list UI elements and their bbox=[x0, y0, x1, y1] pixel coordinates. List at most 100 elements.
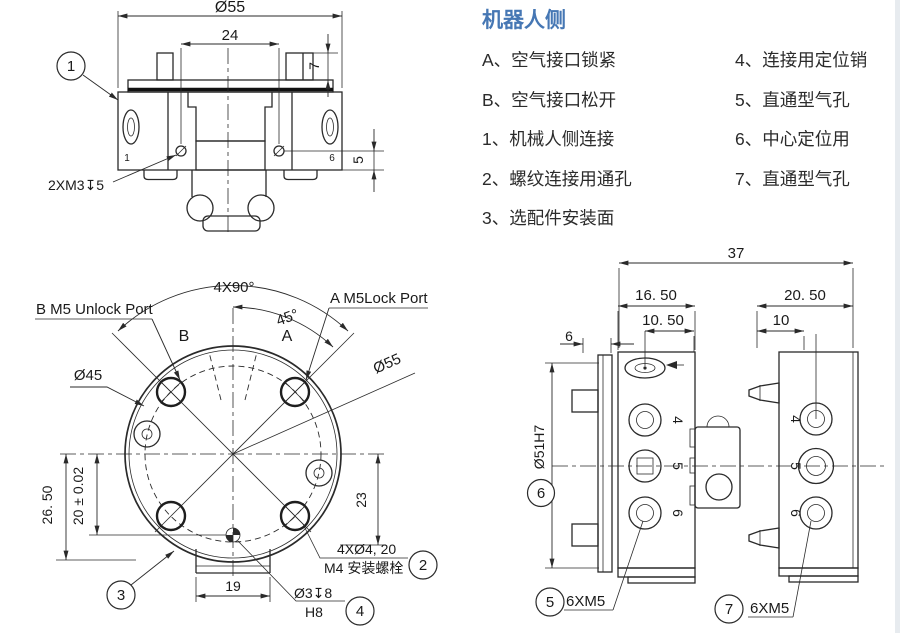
note-h8: H8 bbox=[305, 604, 323, 620]
note-m4: M4 安装螺栓 bbox=[324, 560, 403, 576]
side-nub-left bbox=[186, 194, 214, 222]
profile-dimensions: 37 16. 50 10. 50 6 20. 50 10 Ø51H7 bbox=[526, 245, 854, 624]
balloon-1 bbox=[56, 51, 86, 81]
balloon-7 bbox=[714, 594, 744, 624]
ring-hole-right bbox=[305, 459, 333, 487]
port-mark-6: 6 bbox=[329, 153, 335, 164]
balloon-1-label: 1 bbox=[67, 58, 75, 75]
balloon-5 bbox=[535, 587, 565, 617]
dim-4x90: 4X90° bbox=[213, 279, 254, 296]
balloon-3-label: 3 bbox=[117, 587, 125, 604]
side-view-dimensions: Ø55 24 7 5 2XM3↧5 1 bbox=[48, 0, 384, 193]
dim-d55-top: Ø55 bbox=[215, 0, 245, 16]
left-port-4: 4 bbox=[670, 416, 686, 424]
side-tab-bottom bbox=[571, 523, 599, 547]
pin-hole-d3 bbox=[225, 527, 241, 543]
dim-45deg: 45° bbox=[274, 306, 301, 330]
left-hole-5 bbox=[628, 449, 662, 483]
balloon-6 bbox=[526, 478, 556, 508]
top-slot bbox=[624, 357, 684, 379]
balloon-2-label: 2 bbox=[419, 557, 427, 574]
face-view-dimensions: 4X90° 45° B M5 Unlock Port A M5Lock Port… bbox=[35, 279, 438, 626]
legend-item-1: 1、机械人侧连接 bbox=[482, 129, 615, 149]
note-6xm5-left: 6XM5 bbox=[566, 593, 605, 610]
right-port-6: 6 bbox=[788, 509, 804, 517]
right-port-4: 4 bbox=[788, 415, 804, 423]
legend-item-a: A、空气接口锁紧 bbox=[482, 50, 617, 70]
dim-d51h7: Ø51H7 bbox=[531, 425, 547, 470]
right-hole-5 bbox=[797, 447, 835, 485]
dim-5: 5 bbox=[350, 156, 366, 164]
balloon-4-label: 4 bbox=[356, 603, 364, 620]
dim-7: 7 bbox=[306, 62, 322, 70]
dim-d55: Ø55 bbox=[371, 350, 404, 377]
port-mark-1: 1 bbox=[124, 153, 130, 164]
label-b-port: B M5 Unlock Port bbox=[36, 301, 154, 318]
profile-left-part: 4 5 6 bbox=[571, 351, 696, 584]
legend-item-5: 5、直通型气孔 bbox=[735, 89, 850, 110]
dim-16-50: 16. 50 bbox=[635, 287, 677, 304]
label-a: A bbox=[282, 328, 293, 345]
right-port-5: 5 bbox=[788, 462, 804, 470]
mount-hole-lower-left bbox=[155, 500, 187, 532]
ring-hole-left bbox=[133, 420, 161, 448]
left-port-5: 5 bbox=[670, 462, 686, 470]
balloon-5-label: 5 bbox=[546, 594, 554, 611]
balloon-7-label: 7 bbox=[725, 601, 733, 618]
label-a-port: A M5Lock Port bbox=[330, 290, 428, 307]
legend-title: 机器人侧 bbox=[482, 9, 566, 32]
left-port-6: 6 bbox=[670, 509, 686, 517]
note-2xm3: 2XM3↧5 bbox=[48, 177, 104, 193]
legend-item-4: 4、连接用定位销 bbox=[735, 50, 868, 70]
left-hole-4 bbox=[628, 403, 662, 437]
note-6xm5-right: 6XM5 bbox=[750, 600, 789, 617]
balloon-4 bbox=[345, 596, 375, 626]
balloon-2 bbox=[408, 550, 438, 580]
balloon-6-label: 6 bbox=[537, 485, 545, 502]
side-view: 1 6 Ø55 24 7 5 2XM3↧5 bbox=[48, 0, 384, 236]
right-edge-strip bbox=[895, 0, 900, 633]
legend-item-6: 6、中心定位用 bbox=[735, 129, 850, 149]
right-hole-6 bbox=[799, 496, 833, 530]
face-view-part bbox=[60, 308, 416, 580]
profile-right-part: 4 5 6 bbox=[748, 334, 859, 583]
legend-item-2: 2、螺纹连接用通孔 bbox=[482, 168, 632, 189]
side-view-part: 1 6 bbox=[117, 48, 343, 236]
label-b: B bbox=[179, 328, 190, 345]
mount-hole-lower-right bbox=[279, 500, 311, 532]
dim-20-tol: 20 ± 0.02 bbox=[70, 467, 86, 525]
legend-item-3: 3、选配件安装面 bbox=[482, 208, 615, 228]
balloon-3 bbox=[106, 580, 136, 610]
dim-37: 37 bbox=[728, 245, 745, 262]
dim-23: 23 bbox=[353, 492, 369, 508]
dim-24: 24 bbox=[222, 27, 239, 44]
legend-column-right: 4、连接用定位销 5、直通型气孔 6、中心定位用 7、直通型气孔 bbox=[735, 41, 867, 199]
dim-26-50: 26. 50 bbox=[39, 485, 55, 524]
side-nub-right bbox=[247, 194, 275, 222]
note-4xd4: 4XØ4, 20 bbox=[337, 541, 396, 557]
locating-pin-bottom bbox=[748, 527, 780, 549]
center-boss-block bbox=[689, 415, 741, 509]
dim-10-50: 10. 50 bbox=[642, 312, 684, 329]
dim-10: 10 bbox=[773, 312, 790, 329]
left-hole-6 bbox=[628, 496, 662, 530]
port-hole-a bbox=[279, 376, 311, 408]
slot-arrow-icon bbox=[666, 361, 677, 369]
dim-19: 19 bbox=[225, 578, 241, 594]
legend-item-7: 7、直通型气孔 bbox=[735, 168, 850, 189]
dim-6: 6 bbox=[565, 328, 573, 344]
locating-pin-top bbox=[748, 382, 780, 404]
legend-column-left: A、空气接口锁紧 B、空气接口松开 1、机械人侧连接 2、螺纹连接用通孔 3、选… bbox=[482, 41, 632, 239]
legend-panel: 机器人侧 A、空气接口锁紧 B、空气接口松开 1、机械人侧连接 2、螺纹连接用通… bbox=[480, 0, 898, 240]
right-hole-4 bbox=[799, 402, 833, 436]
m3-hole-left bbox=[175, 145, 187, 157]
side-port-right bbox=[321, 109, 339, 145]
legend-item-b: B、空气接口松开 bbox=[482, 89, 617, 110]
dim-d45: Ø45 bbox=[74, 367, 102, 384]
side-port-left bbox=[122, 109, 140, 145]
side-tab-top bbox=[571, 389, 599, 413]
dim-20-50: 20. 50 bbox=[784, 287, 826, 304]
note-d3: Ø3↧8 bbox=[294, 585, 332, 601]
